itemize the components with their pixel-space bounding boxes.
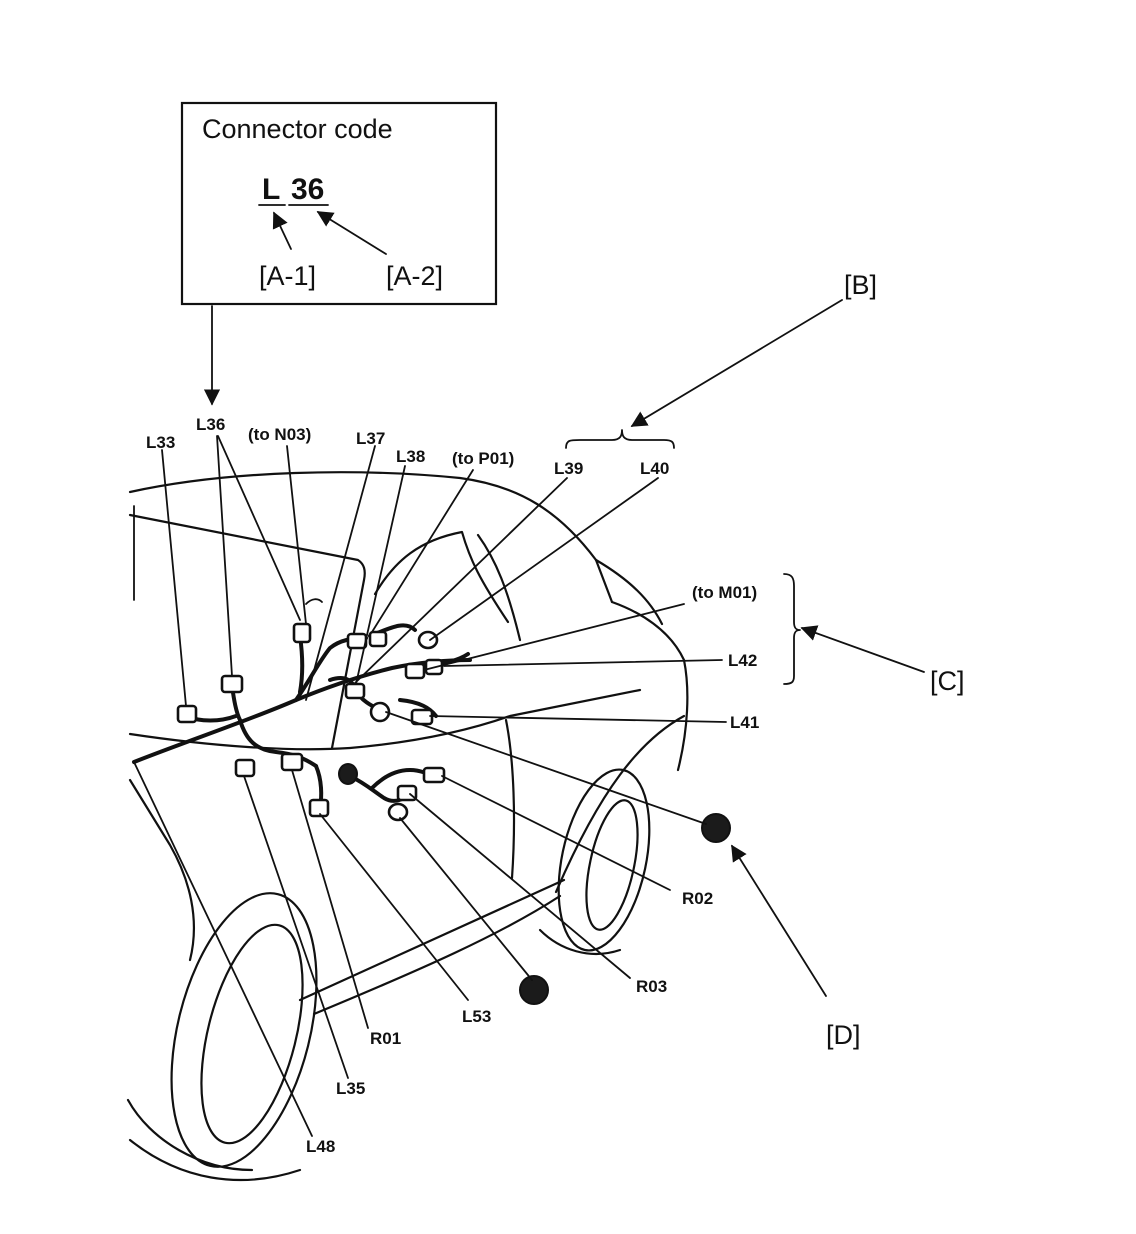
label-l41: L41 (730, 713, 759, 732)
connector-labels: L33 L36 (to N03) L37 L38 (to P01) L39 L4… (146, 415, 759, 1156)
callout-c-label: [C] (930, 666, 965, 696)
label-r02: R02 (682, 889, 713, 908)
callout-d-label: [D] (826, 1020, 861, 1050)
callout-c-arrow (800, 625, 925, 673)
label-l35: L35 (336, 1079, 365, 1098)
a2-arrow (316, 211, 387, 255)
callout-b-label: [B] (844, 270, 877, 300)
label-r03: R03 (636, 977, 667, 996)
label-l36: L36 (196, 415, 225, 434)
label-l37: L37 (356, 429, 385, 448)
label-l53: L53 (462, 1007, 491, 1026)
label-l39: L39 (554, 459, 583, 478)
leader-lines (133, 435, 727, 1137)
label-to-n03: (to N03) (248, 425, 311, 444)
label-r01: R01 (370, 1029, 401, 1048)
callout-graphics (565, 299, 925, 997)
label-l40: L40 (640, 459, 669, 478)
label-l38: L38 (396, 447, 425, 466)
connector-code-legend: Connector code L 36 [A-1] [A-2] (180, 101, 498, 306)
code-letter: L (262, 173, 280, 206)
callout-d-arrow (731, 844, 827, 997)
label-l42: L42 (728, 651, 757, 670)
ground-point-door (519, 975, 549, 1005)
label-l33: L33 (146, 433, 175, 452)
legend-title: Connector code (202, 114, 393, 144)
callout-b-arrow (630, 299, 843, 427)
connector-shapes (176, 622, 731, 1005)
a1-arrow (272, 211, 292, 250)
label-l48: L48 (306, 1137, 335, 1156)
label-to-p01: (to P01) (452, 449, 514, 468)
part-a2-label: [A-2] (386, 261, 443, 291)
part-a1-label: [A-1] (259, 261, 316, 291)
label-to-m01: (to M01) (692, 583, 757, 602)
code-number: 36 (291, 173, 324, 206)
ground-point-front (701, 813, 731, 843)
